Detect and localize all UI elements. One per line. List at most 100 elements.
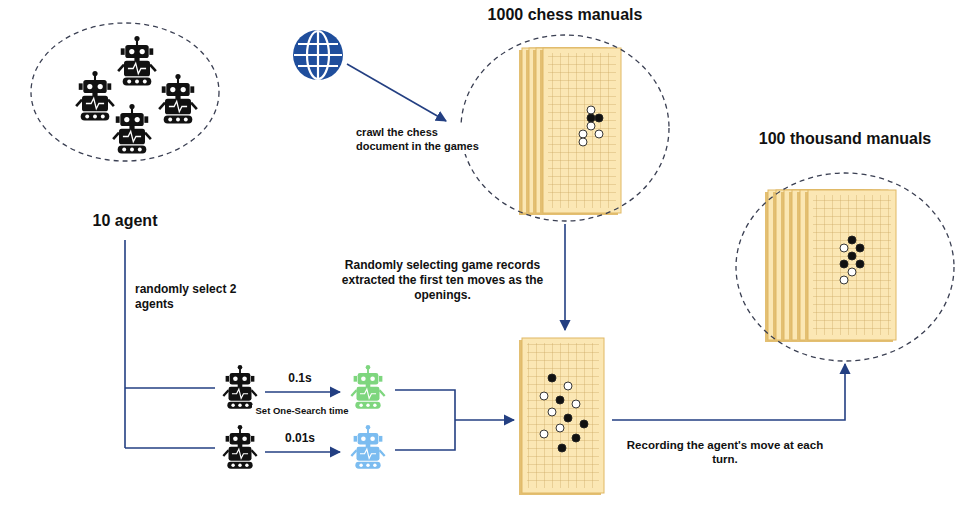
board-grid — [527, 343, 599, 488]
step-note: Randomly selecting game records extracte… — [330, 258, 555, 303]
go-stone — [587, 106, 595, 114]
go-stone — [572, 434, 580, 442]
robot-wheel — [127, 80, 131, 84]
globe-parallel — [298, 65, 338, 67]
robot-eye — [129, 49, 134, 54]
flow-arrow — [395, 390, 455, 420]
board-edge — [540, 50, 618, 215]
robot-icon — [223, 365, 256, 409]
robot-arm — [380, 390, 385, 396]
robot-ear — [107, 83, 111, 90]
robot-wheel — [93, 115, 97, 119]
robot-head — [125, 45, 148, 58]
robot-ear — [149, 48, 153, 54]
robot-icon — [118, 36, 156, 85]
flow-arrow — [124, 240, 126, 448]
go-stone — [595, 114, 603, 122]
robot-pulse — [232, 389, 248, 398]
collection-title: 10 agent — [90, 212, 161, 230]
robot-arm — [76, 100, 82, 107]
robot-body — [229, 387, 252, 401]
robot-wheel — [184, 118, 188, 122]
dashed-outline — [460, 34, 670, 222]
robot-body — [82, 96, 108, 112]
robot-track — [164, 116, 193, 124]
robot-head — [120, 113, 143, 126]
board-face — [522, 338, 604, 493]
robot-ear — [190, 86, 194, 93]
robot-wheel — [238, 404, 241, 407]
robot-antenna-tip — [238, 425, 243, 430]
robot-head — [230, 433, 251, 445]
go-stone — [579, 130, 587, 138]
robot-eye — [98, 84, 103, 89]
robot-wheel — [231, 464, 234, 467]
robot-ear — [251, 436, 254, 442]
robot-icon — [351, 425, 384, 469]
robot-wheel — [85, 115, 89, 119]
dashed-ellipse — [461, 35, 669, 221]
robot-wheel — [122, 148, 126, 152]
dashed-outline — [30, 22, 220, 162]
robot-arm — [223, 450, 228, 456]
robot-arm — [252, 450, 257, 456]
go-stone — [848, 252, 856, 260]
robot-ear — [226, 376, 229, 382]
flow-arrow — [612, 364, 845, 420]
robot-arm — [108, 100, 114, 107]
robot-icon — [351, 365, 384, 409]
robot-pulse — [123, 131, 141, 141]
time-caption: Set One-Search time — [252, 405, 352, 417]
robot-antenna-tip — [366, 425, 371, 430]
robot-eye — [361, 437, 366, 442]
robot-eye — [233, 437, 238, 442]
robot-wheel — [366, 464, 369, 467]
flow-arrow — [265, 451, 340, 453]
robot-ear — [121, 48, 125, 54]
robot-arm — [252, 390, 257, 396]
go-stone — [558, 444, 566, 452]
board-face — [543, 48, 621, 213]
robot-antenna-tip — [92, 71, 97, 76]
robot-antenna-tip — [129, 104, 134, 109]
go-stone — [580, 420, 588, 428]
robot-ear — [116, 116, 120, 123]
robot-antenna-tip — [175, 74, 180, 79]
robot-eye — [124, 117, 129, 122]
collection-title: 1000 chess manuals — [485, 6, 646, 24]
robot-head — [358, 433, 379, 445]
manual-collection: 1000 chess manuals — [460, 34, 670, 222]
robot-head — [230, 373, 251, 385]
flow-arrow — [395, 420, 455, 450]
robot-wheel — [359, 404, 362, 407]
go-board — [540, 48, 621, 215]
robot-track — [81, 113, 110, 121]
robot-wheel — [231, 404, 234, 407]
board-edge — [519, 340, 601, 495]
go-stone — [848, 268, 856, 276]
robot-body — [119, 129, 145, 145]
robot-pulse — [232, 449, 248, 458]
robot-antenna-tip — [238, 365, 243, 370]
robot-wheel — [373, 464, 376, 467]
flow-arrow — [125, 387, 215, 389]
robot-body — [124, 61, 150, 77]
dataset-collection: 100 thousand manuals — [735, 172, 955, 362]
time-label: 0.1s — [280, 371, 320, 386]
robot-wheel — [366, 404, 369, 407]
go-board — [805, 190, 896, 342]
robot-ear — [162, 86, 166, 93]
robot-ear — [79, 83, 83, 90]
robot-pulse — [86, 98, 104, 108]
robot-ear — [379, 376, 382, 382]
robot-wheel — [176, 118, 180, 122]
go-stone — [840, 276, 848, 284]
robot-eye — [370, 437, 375, 442]
robot-pulse — [128, 63, 146, 73]
step-note: crawl the chess document in the games — [356, 126, 486, 154]
dashed-ellipse — [736, 173, 954, 361]
robot-track — [118, 146, 147, 154]
go-stone — [556, 396, 564, 404]
globe-parallel — [298, 43, 338, 45]
robot-arm — [351, 450, 356, 456]
